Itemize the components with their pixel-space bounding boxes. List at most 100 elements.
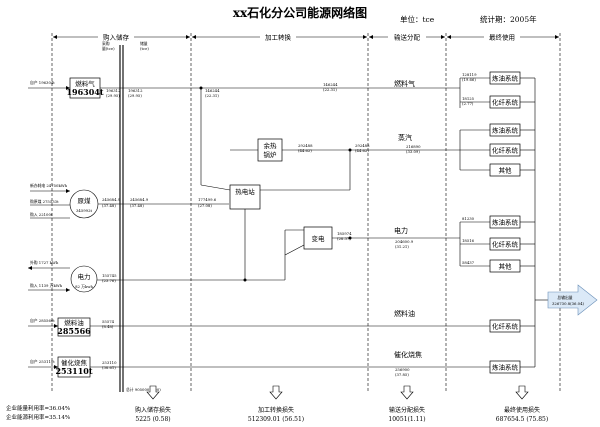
svg-text:(2.77): (2.77) xyxy=(462,101,474,106)
col-head-c: 储量 xyxy=(140,41,148,46)
flow-f21: 18516 xyxy=(462,238,475,243)
total-output-arrow: 总输出量 326730.8(36.04) xyxy=(547,284,598,316)
svg-text:外购 1727 kWh: 外购 1727 kWh xyxy=(30,260,59,265)
flow-f11s: (44.62) xyxy=(298,148,312,153)
svg-text:18125: 18125 xyxy=(462,96,475,101)
flow-f14s: (28.37) xyxy=(337,236,351,241)
svg-text:146244: 146244 xyxy=(205,88,220,93)
col-head-b: 量(tce) xyxy=(102,46,115,51)
flow-f13: 216890 xyxy=(406,144,421,149)
svg-text:化纤系统: 化纤系统 xyxy=(492,322,519,331)
station-circle-power xyxy=(70,265,98,293)
svg-text:自产 253110t: 自产 253110t xyxy=(30,359,55,364)
chp-label: 热电站 xyxy=(235,187,255,196)
svg-text:(23.76): (23.76) xyxy=(102,278,116,283)
svg-text:最终使用: 最终使用 xyxy=(489,33,515,42)
loss-arrow-0: 购入储存损失 5225 (0.58) xyxy=(135,385,171,423)
svg-text:(38.61): (38.61) xyxy=(102,365,116,370)
svg-text:(29.95): (29.95) xyxy=(106,93,120,98)
svg-text:146244: 146244 xyxy=(323,82,338,87)
svg-text:687654.5 (75.85): 687654.5 (75.85) xyxy=(496,416,548,423)
efficiency-line-2: 企业能源利用率=35.14% xyxy=(6,413,70,421)
flow-f22: 58437 xyxy=(462,260,475,265)
svg-text:(29.95): (29.95) xyxy=(128,93,142,98)
svg-text:加工转换损失: 加工转换损失 xyxy=(258,406,294,414)
svg-text:5225 (0.58): 5225 (0.58) xyxy=(135,416,170,423)
flow-f12: 292488 xyxy=(355,143,370,148)
svg-text:购入储存: 购入储存 xyxy=(103,33,130,42)
svg-text:345992t: 345992t xyxy=(76,208,92,213)
section-header-3: 最终使用 xyxy=(447,32,559,42)
svg-text:(19.66): (19.66) xyxy=(462,77,476,82)
svg-text:电力: 电力 xyxy=(78,272,91,281)
svg-text:245684.9: 245684.9 xyxy=(102,197,121,202)
flow-f12s: (44.62) xyxy=(355,148,369,153)
svg-text:催化烧焦: 催化烧焦 xyxy=(394,350,422,359)
flow-f14: 185974 xyxy=(337,231,352,236)
svg-text:燃料油: 燃料油 xyxy=(394,309,415,318)
enduser-label-5: 炼油系统 xyxy=(492,218,519,227)
svg-text:196304t: 196304t xyxy=(66,87,103,97)
svg-text:196312: 196312 xyxy=(106,88,121,93)
svg-text:催化烧焦: 催化烧焦 xyxy=(61,358,88,367)
enduser-label-6: 化纤系统 xyxy=(492,240,519,249)
boiler-label: 余热 xyxy=(264,141,278,150)
storage-total: 总计 905000 (100) xyxy=(126,387,161,392)
svg-text:购入 22100t: 购入 22100t xyxy=(30,212,53,217)
boiler-sub: 锅炉 xyxy=(264,150,278,159)
svg-text:(8.48): (8.48) xyxy=(102,324,114,329)
diagram-title: xx石化分公司能源网络图 xyxy=(233,5,367,20)
svg-text:128119: 128119 xyxy=(462,72,477,77)
col-head-d: (tce) xyxy=(140,46,149,51)
svg-text:285566: 285566 xyxy=(57,326,91,336)
enduser-label-4: 其他 xyxy=(499,166,513,175)
transformer-label: 变电 xyxy=(312,234,326,243)
svg-text:155745: 155745 xyxy=(102,273,117,278)
flow-f11: 292488 xyxy=(298,143,313,148)
svg-text:炼油系统: 炼油系统 xyxy=(492,363,519,372)
svg-text:512309.01 (56.51): 512309.01 (56.51) xyxy=(248,416,304,423)
section-header-0: 购入储存 xyxy=(53,32,190,42)
section-header-1: 加工转换 xyxy=(192,32,367,42)
carrier-steam: 蒸汽 xyxy=(398,133,412,142)
row-coke: 自产 253110t 催化烧焦 253110t 253110 (38.61) 催… xyxy=(28,350,521,378)
carrier-power: 电力 xyxy=(394,226,408,235)
loss-arrow-1: 加工转换损失 512309.01 (56.51) xyxy=(248,385,304,423)
svg-text:购入储存损失: 购入储存损失 xyxy=(135,406,171,414)
svg-text:(37.48): (37.48) xyxy=(102,203,116,208)
loss-arrow-2: 输送分配损失 10051(1.11) xyxy=(388,385,426,423)
row-fuelgas: 自产 196304t 燃料气 196304t 196312 (29.95) 19… xyxy=(28,72,490,108)
svg-text:自产 196304t: 自产 196304t xyxy=(30,80,55,85)
enduser-label-3: 化纤系统 xyxy=(492,146,519,155)
row-power: 外购 1727 kWh 购入 1139 万kWh 电力 82 万kwh 1557… xyxy=(28,255,286,293)
flow-f13s: (33.09) xyxy=(406,149,420,154)
svg-text:燃料气: 燃料气 xyxy=(75,79,95,88)
enduser-label-2: 炼油系统 xyxy=(492,126,519,135)
svg-text:原煤: 原煤 xyxy=(78,196,92,205)
svg-text:245684.9: 245684.9 xyxy=(130,197,149,202)
station-box-fueloil xyxy=(57,317,91,337)
svg-text:256900: 256900 xyxy=(395,367,410,372)
svg-text:加工转换: 加工转换 xyxy=(265,33,292,42)
svg-text:购原煤 275533t: 购原煤 275533t xyxy=(30,199,59,204)
svg-text:82 万kwh: 82 万kwh xyxy=(75,284,93,289)
svg-text:55574: 55574 xyxy=(102,319,115,324)
col-head-a: 采购 xyxy=(102,41,110,46)
svg-text:10051(1.11): 10051(1.11) xyxy=(388,416,425,423)
svg-text:196312: 196312 xyxy=(128,88,143,93)
svg-text:253110: 253110 xyxy=(102,360,117,365)
loss-arrow-3: 最终使用损失 687654.5 (75.85) xyxy=(496,385,548,423)
svg-text:253110t: 253110t xyxy=(55,366,92,376)
flow-f15s: (31.21) xyxy=(395,244,409,249)
svg-text:177499.6: 177499.6 xyxy=(198,197,217,202)
svg-text:(37.85): (37.85) xyxy=(395,372,409,377)
row-coal: 新办耗电 24750kWh 购原煤 275533t 购入 22100t 原煤 3… xyxy=(30,183,229,219)
svg-text:总输出量: 总输出量 xyxy=(557,295,572,300)
svg-text:(22.31): (22.31) xyxy=(205,93,219,98)
line-chp-in xyxy=(200,184,231,191)
flow-f15: 204600.9 xyxy=(395,239,414,244)
row-fueloil: 自产 285566t 燃料油 285566 55574 (8.48) 燃料油 化… xyxy=(28,309,521,337)
period-label: 统计期：2005年 xyxy=(480,14,537,24)
svg-text:自产 285566t: 自产 285566t xyxy=(30,318,55,323)
